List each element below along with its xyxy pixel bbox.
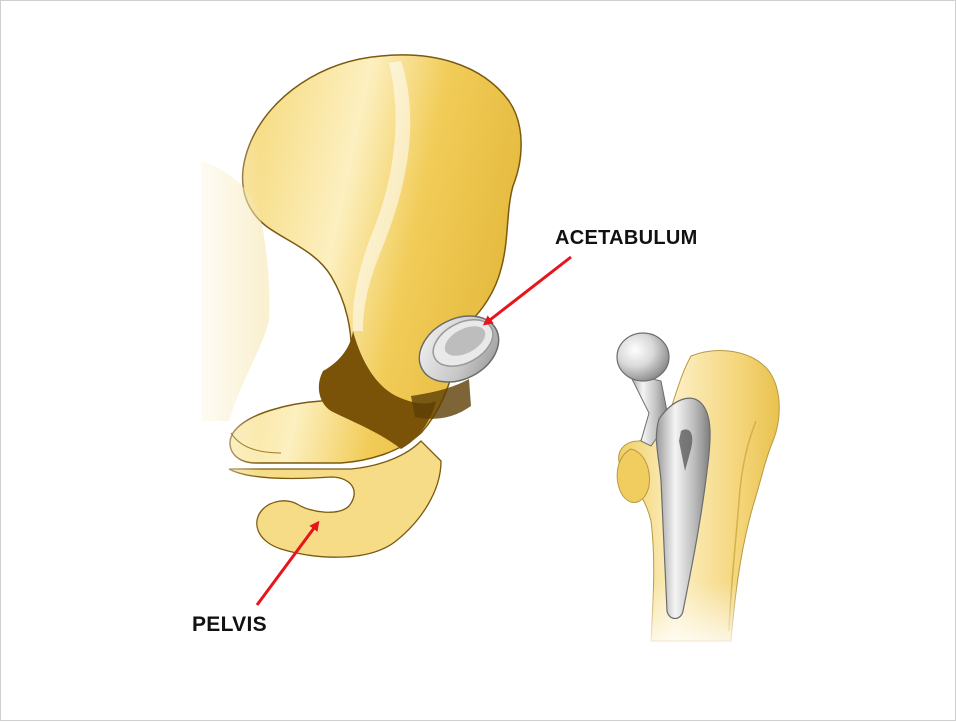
femoral-head-ball [617,333,669,381]
pelvis-label: PELVIS [192,613,267,637]
acetabulum-label: ACETABULUM [555,227,698,250]
